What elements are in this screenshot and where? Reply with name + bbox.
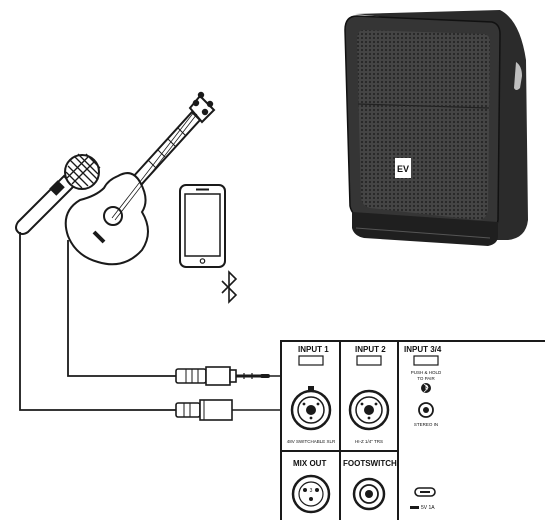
acoustic-guitar-icon xyxy=(64,91,216,266)
microphone-icon xyxy=(15,153,101,235)
smartphone-icon xyxy=(179,184,226,268)
input1-combo-jack[interactable] xyxy=(290,386,332,431)
footswitch-title: FOOTSWITCH xyxy=(343,459,397,468)
mic-cable-plug xyxy=(175,399,233,421)
footswitch-jack[interactable] xyxy=(352,477,386,511)
input2-title: INPUT 2 xyxy=(355,345,386,354)
input2-sub-label: HI-Z 1/4" TRS xyxy=(355,439,383,444)
bluetooth-pair-button[interactable] xyxy=(421,383,431,393)
mix-out-xlr-jack[interactable]: 3 xyxy=(291,474,331,514)
bluetooth-icon xyxy=(221,270,238,304)
push-hold-label-line2: TO PAIR xyxy=(417,376,435,381)
mixout-title: MIX OUT xyxy=(293,459,326,468)
input34-led xyxy=(413,355,439,366)
speaker-logo: EV xyxy=(397,164,409,174)
input2-led xyxy=(356,355,382,366)
input1-title: INPUT 1 xyxy=(298,345,329,354)
speaker-icon: EV xyxy=(344,10,528,246)
push-hold-label-line1: PUSH & HOLD xyxy=(411,370,442,375)
input1-sub-label: 48V SWITCHABLE XLR xyxy=(287,439,336,444)
input1-led xyxy=(298,355,324,366)
guitar-cable-plug xyxy=(175,366,270,386)
cables xyxy=(19,232,176,411)
usb-power-label: 5V 1A xyxy=(421,505,435,511)
usb-icon xyxy=(410,506,419,509)
usb-c-port[interactable] xyxy=(414,487,436,497)
svg-text:3: 3 xyxy=(310,488,313,494)
rear-panel: INPUT 1 48V SWITCHABLE XLR INPUT 2 HI-Z … xyxy=(280,340,545,520)
stereo-in-label: STEREO IN xyxy=(414,422,438,427)
stereo-in-jack[interactable] xyxy=(418,402,434,418)
speaker-logo-badge xyxy=(395,158,411,178)
input2-combo-jack[interactable] xyxy=(348,389,390,431)
input34-title: INPUT 3/4 xyxy=(404,345,442,354)
